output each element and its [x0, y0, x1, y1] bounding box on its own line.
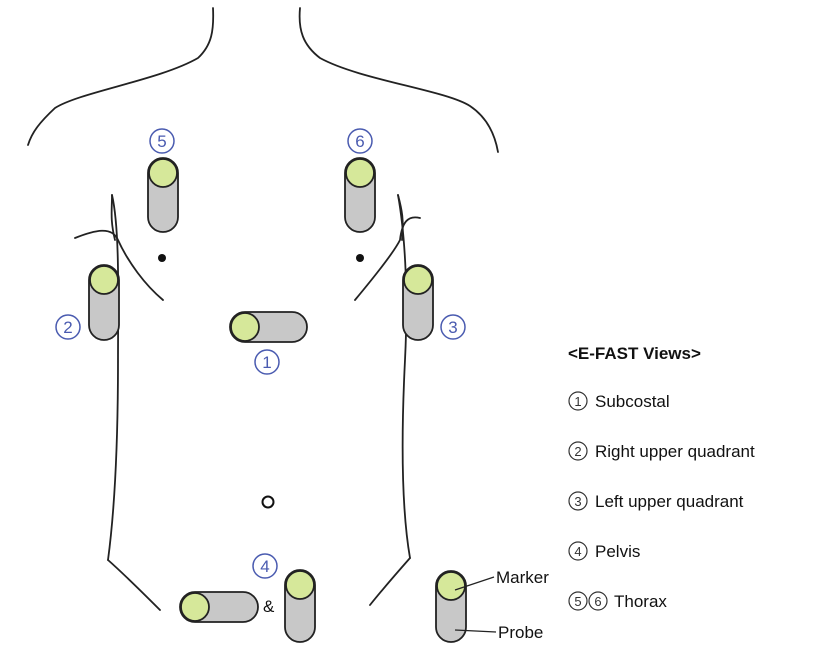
umbilicus [263, 497, 274, 508]
legend-item: 2 Right upper quadrant [569, 442, 755, 461]
probe-marker [149, 159, 177, 187]
view-number-1: 1 [255, 350, 279, 374]
probe-view-3 [403, 265, 433, 340]
legend-item: 3 Left upper quadrant [569, 492, 744, 511]
probe-view-4-longitudinal [285, 570, 315, 642]
probe-marker [437, 572, 465, 600]
probe-marker [231, 313, 259, 341]
marker-label: Marker [496, 568, 549, 587]
neck-right [300, 8, 498, 152]
legend-item: 5 6 Thorax [569, 592, 667, 611]
view-number-6: 6 [348, 129, 372, 153]
probe-view-5 [148, 158, 178, 232]
probe-label: Probe [498, 623, 543, 642]
legend-item-label: Right upper quadrant [595, 442, 755, 461]
legend-item-label: Left upper quadrant [595, 492, 744, 511]
legend-item-label: Pelvis [595, 542, 640, 561]
view-number-5: 5 [150, 129, 174, 153]
legend-item-label: Thorax [614, 592, 667, 611]
view-number-3: 3 [441, 315, 465, 339]
pelvis-right [370, 558, 410, 605]
torso-right-side [398, 195, 410, 558]
legend-title: <E-FAST Views> [568, 344, 701, 363]
legend-item-number: 2 [574, 444, 581, 459]
probe-view-4-transverse [180, 592, 258, 622]
legend-item: 4 Pelvis [569, 542, 640, 561]
probe-marker [346, 159, 374, 187]
probe-view-2 [89, 265, 119, 340]
view-number-text: 4 [260, 557, 269, 576]
probe-view-6 [345, 158, 375, 232]
pelvis-left [108, 560, 160, 610]
ampersand-label: & [263, 597, 275, 616]
legend-item-number: 5 [574, 594, 581, 609]
probe-view-1 [230, 312, 307, 342]
legend: <E-FAST Views> 1 Subcostal 2 Right upper… [568, 344, 755, 611]
probe-marker [404, 266, 432, 294]
probe-marker [286, 571, 314, 599]
view-number-text: 6 [355, 132, 364, 151]
legend-item: 1 Subcostal [569, 392, 670, 411]
nipple-left [158, 254, 166, 262]
view-number-text: 1 [262, 353, 271, 372]
neck-left [28, 8, 213, 145]
legend-item-number: 6 [594, 594, 601, 609]
probe-marker [181, 593, 209, 621]
view-number-2: 2 [56, 315, 80, 339]
probe-key-example: Marker Probe [436, 568, 549, 642]
probe-marker [90, 266, 118, 294]
legend-item-number: 4 [574, 544, 581, 559]
view-number-text: 3 [448, 318, 457, 337]
view-number-text: 5 [157, 132, 166, 151]
view-number-text: 2 [63, 318, 72, 337]
legend-item-number: 3 [574, 494, 581, 509]
legend-item-label: Subcostal [595, 392, 670, 411]
view-number-4: 4 [253, 554, 277, 578]
torso-left-side [108, 195, 118, 560]
legend-item-number: 1 [574, 394, 581, 409]
nipple-right [356, 254, 364, 262]
